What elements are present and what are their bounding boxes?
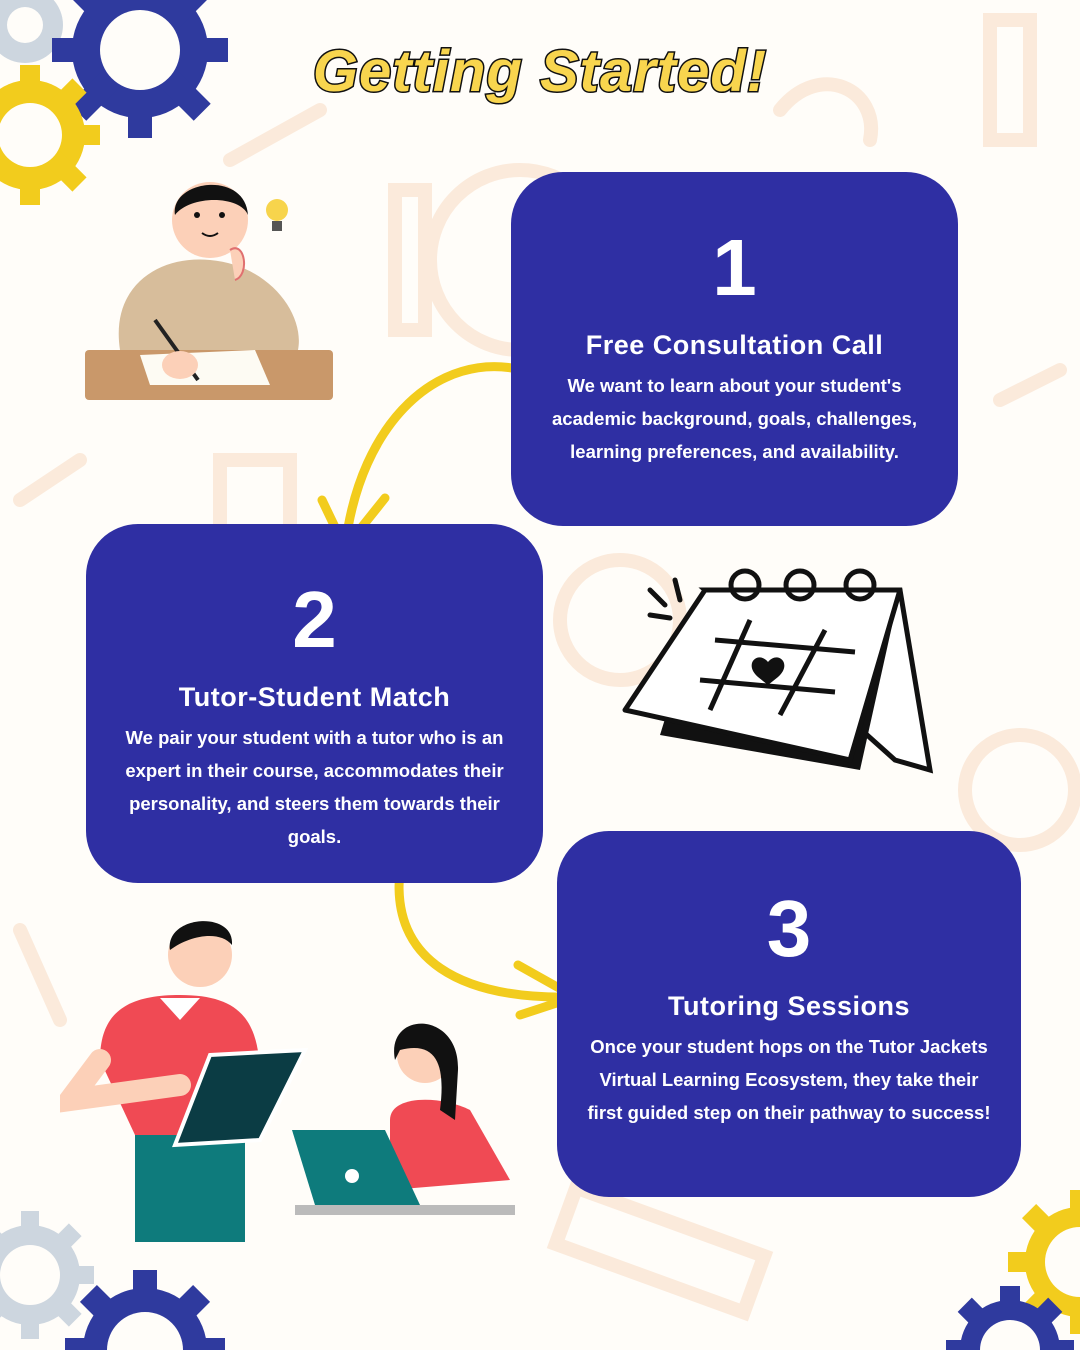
step-heading: Tutor-Student Match [178, 682, 451, 712]
step-number: 3 [766, 884, 812, 973]
step-description: We want to learn about your student's ac… [552, 375, 917, 462]
step-description: Once your student hops on the Tutor Jack… [587, 1036, 991, 1123]
step-card-2: 2 Tutor-Student Match We pair your stude… [86, 524, 543, 883]
step-heading: Free Consultation Call [585, 330, 884, 360]
step-number: 2 [292, 575, 337, 664]
step-card-3: 3 Tutoring Sessions Once your student ho… [557, 831, 1021, 1197]
step-description: We pair your student with a tutor who is… [125, 727, 504, 847]
gear-cluster-bottom-left-icon [0, 1211, 225, 1350]
step-card-1: 1 Free Consultation Call We want to lear… [511, 172, 958, 526]
step-heading: Tutoring Sessions [667, 991, 911, 1021]
calendar-illustration [622, 568, 934, 774]
gear-cluster-bottom-right-icon [946, 1190, 1080, 1350]
thinking-student-illustration [85, 182, 333, 400]
step-number: 1 [712, 223, 757, 312]
tutor-and-student-illustration [60, 921, 515, 1242]
gear-cluster-top-left-icon [0, 0, 228, 205]
page-title: Getting Started! [311, 38, 768, 106]
